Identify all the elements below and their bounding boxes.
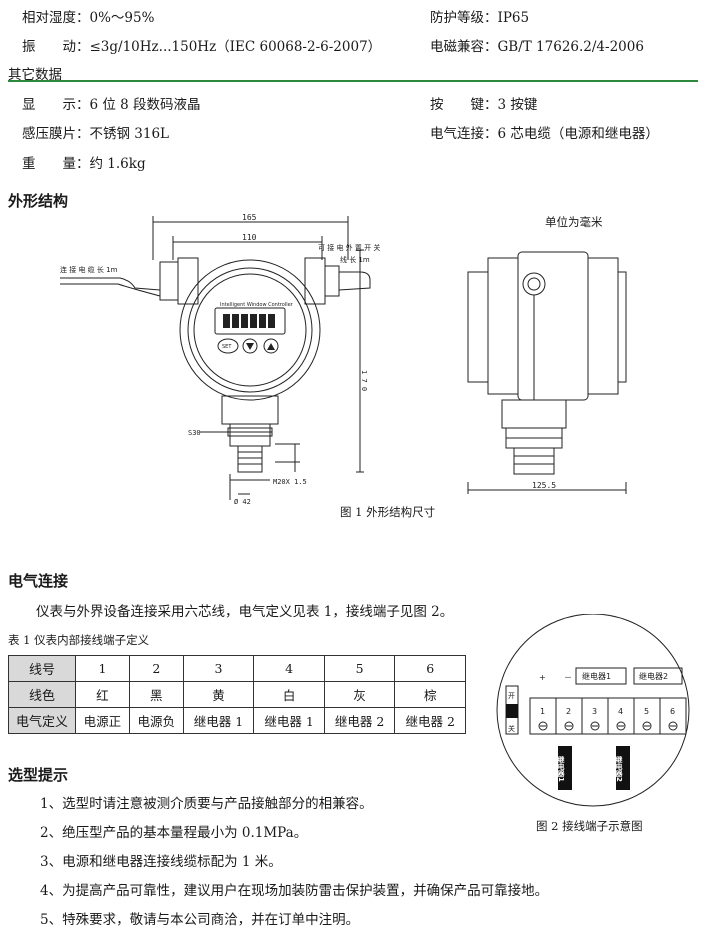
terminal-number: 1 — [540, 707, 545, 716]
table-cell: 4 — [253, 655, 325, 682]
table1-caption: 表 1 仪表内部接线端子定义 — [8, 633, 150, 647]
terminal-number: 2 — [566, 707, 571, 716]
label-switch-off: 关 — [508, 724, 515, 733]
spec-protection: 防护等级：IP65 — [430, 10, 530, 26]
label-key-set: SET — [222, 344, 232, 350]
table-row-definitions: 电气定义 电源正 电源负 继电器 1 继电器 1 继电器 2 继电器 2 — [8, 707, 466, 734]
terminal-number: 3 — [592, 707, 597, 716]
table-cell: 电源正 — [75, 707, 130, 734]
table-header-number: 线号 — [8, 655, 76, 682]
section-title-other-data: 其它数据 — [8, 67, 62, 83]
table-cell: 黄 — [182, 681, 255, 708]
table-cell: 灰 — [323, 681, 396, 708]
relay2-tag: 继电器2 — [615, 755, 624, 782]
table-row-colors: 线色 红 黑 黄 白 灰 棕 — [8, 681, 466, 708]
terminal-diagram: + － 继电器1 继电器2 开 关 1 2 3 4 5 6 继电器1 继电器2 — [496, 614, 690, 807]
spec-weight: 重 量：约 1.6kg — [22, 156, 146, 172]
list-item: 3、电源和继电器连接线缆标配为 1 米。 — [40, 854, 282, 870]
dim-width: 110 — [242, 233, 257, 242]
table-cell: 1 — [75, 655, 130, 682]
label-relay1: 继电器1 — [582, 671, 611, 681]
dim-wrench: S30 — [188, 429, 201, 437]
table-header-definition: 电气定义 — [8, 707, 76, 734]
label-plus: + — [539, 673, 546, 682]
spec-humidity: 相对湿度：0%～95% — [22, 10, 155, 26]
label-face-text: Intelligent Window Controller — [220, 302, 294, 308]
table-cell: 2 — [128, 655, 184, 682]
table-cell: 继电器 1 — [182, 707, 255, 734]
table-cell: 5 — [323, 655, 396, 682]
side-view-drawing: 125.5 — [467, 251, 627, 494]
list-item: 5、特殊要求，敬请与本公司商洽，并在订单中注明。 — [40, 912, 360, 928]
table-cell: 棕 — [394, 681, 466, 708]
section-title-selection: 选型提示 — [8, 766, 69, 784]
spec-emc: 电磁兼容：GB/T 17626.2/4-2006 — [430, 39, 644, 55]
list-item: 2、绝压型产品的基本量程最小为 0.1MPa。 — [40, 825, 308, 841]
wiring-table: 线号 1 2 3 4 5 6 线色 红 黑 黄 白 灰 棕 电气定义 电源正 电… — [8, 655, 466, 734]
unit-label: 单位为毫米 — [545, 215, 603, 229]
figure1-caption: 图 1 外形结构尺寸 — [340, 505, 436, 519]
section-title-electrical: 电气连接 — [8, 572, 69, 590]
dim-thread: M20X 1.5 — [273, 478, 307, 486]
front-view-drawing: 165 110 连 接 电 缆 长 1m 可 接 电 外 置 开 关 线 长 1… — [60, 213, 380, 506]
table-cell: 黑 — [128, 681, 184, 708]
spec-keys: 按 键：3 按键 — [430, 97, 538, 113]
dim-stem: Ø 42 — [234, 498, 251, 506]
label-switch-on: 开 — [508, 692, 515, 700]
section-divider — [8, 80, 698, 82]
terminal-number: 4 — [618, 707, 623, 716]
section-title-structure: 外形结构 — [8, 192, 69, 210]
label-minus: － — [564, 673, 572, 682]
table-cell: 白 — [253, 681, 325, 708]
label-cable-right-2: 线 长 1m — [340, 255, 370, 264]
relay1-tag: 继电器1 — [557, 755, 566, 782]
list-item: 1、选型时请注意被测介质要与产品接触部分的相兼容。 — [40, 796, 373, 812]
table-cell: 6 — [394, 655, 466, 682]
label-relay2: 继电器2 — [639, 671, 668, 681]
electrical-intro: 仪表与外界设备连接采用六芯线，电气定义见表 1，接线端子见图 2。 — [36, 604, 454, 620]
table-cell: 3 — [182, 655, 255, 682]
spec-vibration: 振 动：≤3g/10Hz...150Hz（IEC 60068-2-6-2007） — [22, 39, 382, 55]
spec-display: 显 示：6 位 8 段数码液晶 — [22, 97, 201, 113]
dim-height: 1 7 0 — [360, 370, 368, 391]
figure2-caption: 图 2 接线端子示意图 — [536, 819, 643, 833]
spec-diaphragm: 感压膜片：不锈钢 316L — [22, 126, 170, 142]
table-cell: 电源负 — [128, 707, 184, 734]
dim-depth: 125.5 — [532, 481, 556, 490]
table-cell: 红 — [75, 681, 130, 708]
table-header-color: 线色 — [8, 681, 76, 708]
dim-overall: 165 — [242, 213, 257, 222]
spec-electrical: 电气连接：6 芯电缆（电源和继电器） — [430, 126, 659, 142]
table-cell: 继电器 2 — [394, 707, 466, 734]
table-cell: 继电器 1 — [253, 707, 325, 734]
table-cell: 继电器 2 — [323, 707, 396, 734]
table-row-numbers: 线号 1 2 3 4 5 6 — [8, 655, 466, 682]
terminal-number: 5 — [644, 707, 649, 716]
list-item: 4、为提高产品可靠性，建议用户在现场加装防雷击保护装置，并确保产品可靠接地。 — [40, 883, 549, 899]
label-cable-right-1: 可 接 电 外 置 开 关 — [318, 243, 380, 252]
label-cable-left: 连 接 电 缆 长 1m — [60, 265, 118, 274]
terminal-number: 6 — [670, 707, 675, 716]
